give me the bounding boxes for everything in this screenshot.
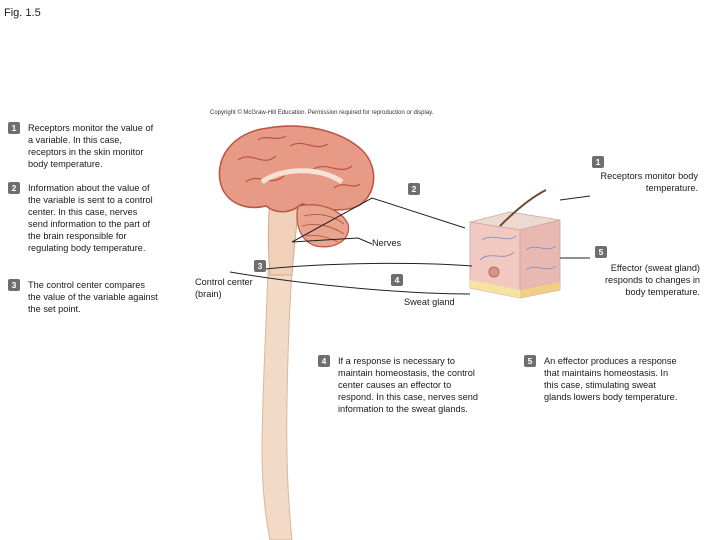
step-1-text: Receptors monitor the value of a variabl… [28,123,154,169]
nerves-label: Nerves [372,238,402,248]
effector-badge: 5 [595,246,607,258]
skin-section [469,211,561,299]
cerebellum [296,204,350,248]
step-3-number: 3 [8,279,20,291]
step-3: 3 The control center compares the value … [8,279,158,315]
control-center-badge: 3 [254,260,266,272]
control-center-label: Control center (brain) [195,277,253,299]
step-4-text: If a response is necessary to maintain h… [338,356,478,414]
step-4: 4 If a response is necessary to maintain… [318,355,484,415]
nerves-badge: 2 [408,183,420,195]
step-2-text: Information about the value of the varia… [28,183,153,253]
step-2-number: 2 [8,182,20,194]
step-5-text: An effector produces a response that mai… [544,356,678,402]
effector-line-upper [254,262,473,271]
step-4-number: 4 [318,355,330,367]
copyright-notice: Copyright © McGraw-Hill Education. Permi… [210,110,434,116]
step-1: 1 Receptors monitor the value of a varia… [8,122,160,170]
step-5: 5 An effector produces a response that m… [524,355,682,403]
step-3-text: The control center compares the value of… [28,280,158,314]
sweat-gland-badge: 4 [391,274,403,286]
step-2: 2 Information about the value of the var… [8,182,158,254]
effector-line-lower [229,271,471,295]
spinal-cord [261,269,293,540]
receptors-badge: 1 [592,156,604,168]
sweat-gland-label: Sweat gland [404,297,455,307]
effector-label: Effector (sweat gland) responds to chang… [604,263,700,297]
receptor-leader [559,195,591,201]
step-1-number: 1 [8,122,20,134]
step-5-number: 5 [524,355,536,367]
hair [499,189,547,227]
figure-label: Fig. 1.5 [4,7,41,19]
nerve-line-upper [291,197,466,243]
nerve-line-lower [291,237,373,245]
receptors-label: Receptors monitor body temperature. [600,171,698,193]
